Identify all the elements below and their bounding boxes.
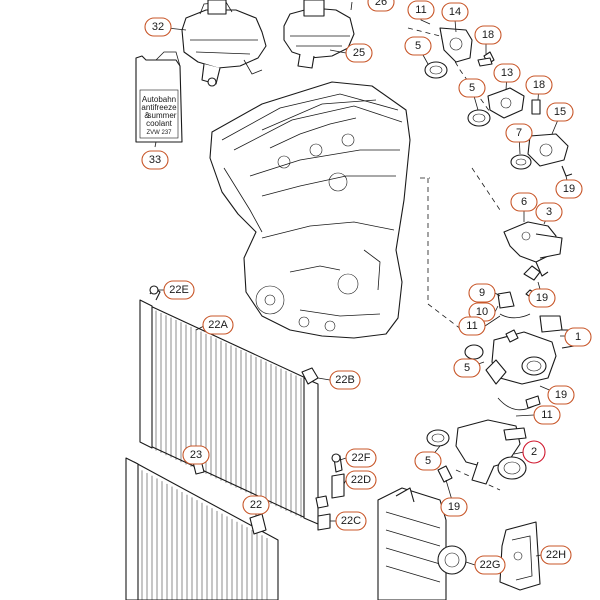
condenser-radiator [125,457,279,600]
mounting-bracket [499,521,541,591]
svg-text:22: 22 [250,499,262,511]
svg-text:19: 19 [563,183,575,195]
svg-text:5: 5 [469,82,475,94]
thermostat-housing [503,221,563,277]
callout-11-lower[interactable]: 11 [533,405,561,425]
radiator-main [139,285,329,525]
callout-13[interactable]: 13 [493,63,521,83]
svg-text:22G: 22G [480,559,501,571]
svg-text:6: 6 [521,196,527,208]
svg-text:26: 26 [375,0,387,8]
intercooler [377,487,467,600]
svg-text:5: 5 [415,40,421,52]
svg-text:11: 11 [466,320,477,332]
callout-5-lower[interactable]: 5 [453,358,481,378]
callout-2-highlighted[interactable]: 2 [522,440,546,464]
bottle-label-line-1: Autobahn [142,95,176,104]
condenser-fins [141,470,268,600]
svg-text:11: 11 [415,4,426,16]
svg-text:22D: 22D [351,474,371,486]
svg-text:22F: 22F [352,452,371,464]
callout-22D[interactable]: 22D [345,470,377,490]
assembly-dash-lines [407,27,501,491]
svg-text:22E: 22E [169,284,189,296]
callout-19-thermostat[interactable]: 19 [528,288,556,308]
callout-22H[interactable]: 22H [540,545,572,565]
callout-18-mid[interactable]: 18 [525,75,553,95]
callout-19-upper[interactable]: 19 [555,179,583,199]
svg-text:7: 7 [516,127,522,139]
svg-text:9: 9 [479,287,485,299]
svg-text:15: 15 [554,106,566,118]
bottle-label-line-4: summer [148,111,177,120]
callout-9[interactable]: 9 [468,283,496,303]
svg-text:33: 33 [149,154,161,166]
svg-text:22B: 22B [335,374,355,386]
svg-text:25: 25 [353,47,365,59]
callout-15[interactable]: 15 [546,102,574,122]
bolts-and-clips [437,57,543,483]
svg-text:1: 1 [575,331,581,343]
callout-5-bottom[interactable]: 5 [414,451,442,471]
svg-text:14: 14 [449,6,461,18]
svg-text:5: 5 [464,362,470,374]
svg-text:18: 18 [533,79,545,91]
svg-text:22C: 22C [341,515,361,527]
radiator-fins [155,310,302,518]
expansion-tank-right [283,0,355,69]
bottle-label-line-2: antifreeze [141,103,177,112]
callout-22[interactable]: 22 [242,495,270,515]
svg-text:5: 5 [425,455,431,467]
callout-19-lower[interactable]: 19 [547,385,575,405]
callout-22G[interactable]: 22G [474,555,506,575]
coolant-flange-mid [467,87,541,127]
callout-32[interactable]: 32 [144,17,172,37]
callout-26[interactable]: 26 [367,0,395,12]
engine-block [209,81,411,339]
callout-22E[interactable]: 22E [163,280,195,300]
callout-1[interactable]: 1 [564,327,592,347]
bottle-label-line-5: coolant [146,119,173,128]
svg-text:19: 19 [555,389,567,401]
svg-text:32: 32 [152,21,164,33]
callout-25[interactable]: 25 [345,43,373,63]
svg-text:18: 18 [482,29,494,41]
callout-22C[interactable]: 22C [335,511,367,531]
svg-text:3: 3 [546,206,552,218]
svg-text:22A: 22A [208,319,228,331]
callout-33[interactable]: 33 [141,150,169,170]
svg-text:22H: 22H [546,549,566,561]
svg-text:19: 19 [448,501,460,513]
callout-6[interactable]: 6 [510,192,538,212]
svg-text:2: 2 [531,446,537,458]
callout-labels: 32 26 25 33 11 14 5 18 13 5 18 15 7 19 6… [141,0,592,575]
expansion-tank-left [181,0,267,87]
callout-19-bottom[interactable]: 19 [440,497,468,517]
callout-22F[interactable]: 22F [345,448,377,468]
svg-text:10: 10 [476,306,488,318]
callout-5-mid[interactable]: 5 [458,78,486,98]
svg-text:19: 19 [536,292,548,304]
callout-7[interactable]: 7 [505,123,533,143]
callout-5-upper[interactable]: 5 [404,36,432,56]
callout-3[interactable]: 3 [535,202,563,222]
callout-23[interactable]: 23 [182,445,210,465]
svg-text:23: 23 [190,449,202,461]
callout-11-top[interactable]: 11 [407,0,435,20]
svg-text:11: 11 [541,409,552,421]
callout-14[interactable]: 14 [441,2,469,22]
coolant-pipe-connector-lower [426,397,535,485]
coolant-bottle: Autobahn antifreeze & summer coolant ZVW… [135,51,183,143]
callout-11-mid[interactable]: 11 [458,316,486,336]
bottle-label-line-3: & [144,111,150,120]
callout-18-upper[interactable]: 18 [474,25,502,45]
callout-22B[interactable]: 22B [329,370,361,390]
callout-22A[interactable]: 22A [202,315,234,335]
bottle-label-line-6: ZVW 237 [146,130,172,136]
svg-text:13: 13 [501,67,513,79]
